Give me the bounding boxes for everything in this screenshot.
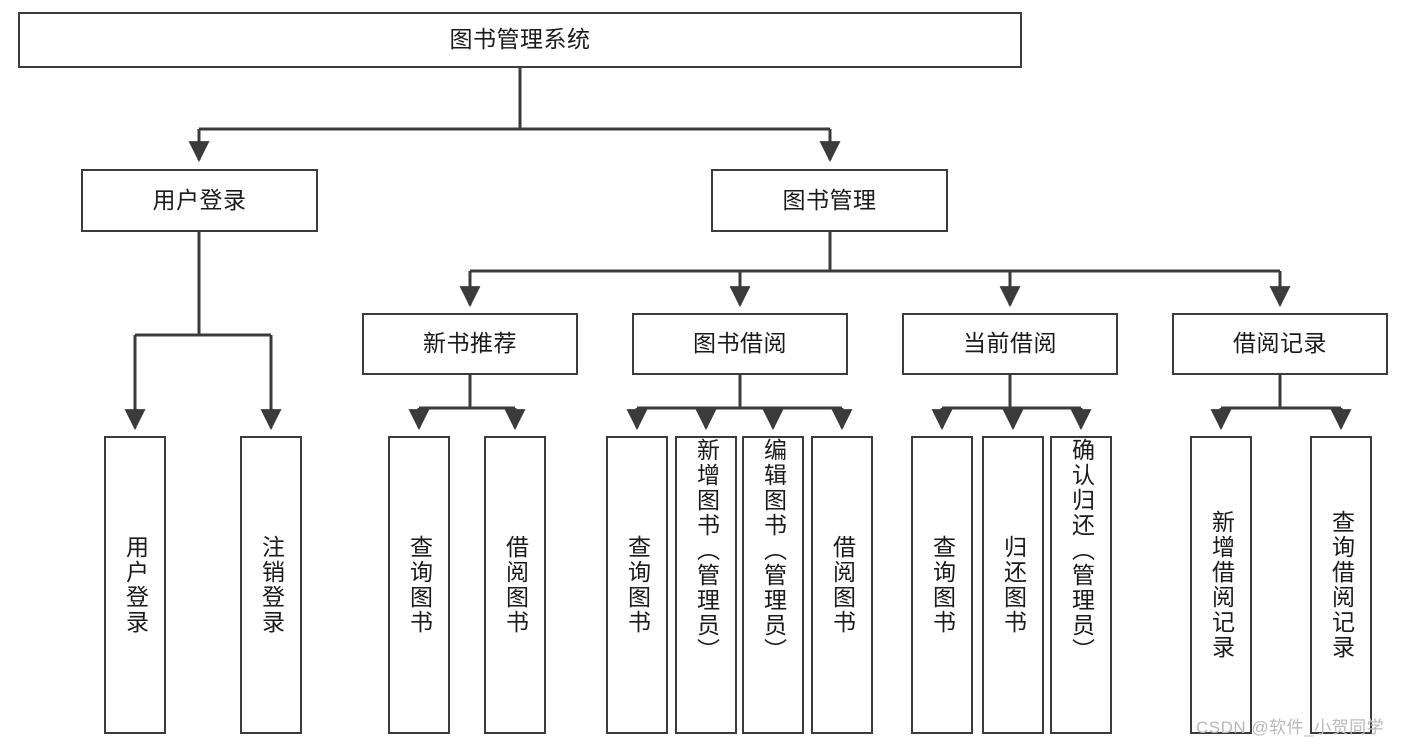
watermark: CSDN @软件_小贺同学 (1196, 718, 1385, 737)
node-leaf-0-label: 用户登录 (122, 535, 149, 635)
node-leaf-7-label: 借阅图书 (829, 535, 856, 635)
node-leaf-11-label: 新增借阅记录 (1208, 510, 1235, 660)
node-leaf-3-label: 借阅图书 (502, 535, 529, 635)
node-level3-0[interactable]: 新书推荐 (362, 313, 578, 375)
node-leaf-4[interactable]: 查询图书 (606, 436, 668, 734)
node-root[interactable]: 图书管理系统 (18, 12, 1022, 68)
node-leaf-3[interactable]: 借阅图书 (484, 436, 546, 734)
node-leaf-1-label: 注销登录 (258, 535, 285, 635)
node-leaf-1[interactable]: 注销登录 (240, 436, 302, 734)
node-leaf-12-label: 查询借阅记录 (1328, 510, 1355, 660)
node-level3-2-label: 当前借阅 (963, 330, 1057, 357)
node-leaf-2[interactable]: 查询图书 (388, 436, 450, 734)
node-level2-1[interactable]: 图书管理 (711, 169, 948, 232)
node-level2-0-label: 用户登录 (152, 186, 247, 213)
node-leaf-9-label: 归还图书 (1000, 535, 1027, 635)
node-root-label: 图书管理系统 (449, 26, 591, 53)
node-level3-0-label: 新书推荐 (423, 330, 517, 357)
node-leaf-4-label: 查询图书 (624, 535, 651, 635)
node-leaf-7[interactable]: 借阅图书 (811, 436, 873, 734)
node-leaf-11[interactable]: 新增借阅记录 (1190, 436, 1252, 734)
node-level3-3[interactable]: 借阅记录 (1172, 313, 1388, 375)
node-level3-3-label: 借阅记录 (1233, 330, 1327, 357)
node-leaf-5-label: 新增图书（管理员） (693, 438, 720, 663)
node-leaf-6[interactable]: 编辑图书（管理员） (742, 436, 804, 734)
node-leaf-6-label: 编辑图书（管理员） (760, 438, 787, 663)
node-leaf-0[interactable]: 用户登录 (104, 436, 166, 734)
node-leaf-12[interactable]: 查询借阅记录 (1310, 436, 1372, 734)
node-level2-1-label: 图书管理 (782, 186, 877, 213)
node-leaf-5[interactable]: 新增图书（管理员） (675, 436, 737, 734)
node-level3-1[interactable]: 图书借阅 (632, 313, 848, 375)
node-leaf-10-label: 确认归还（管理员） (1068, 438, 1095, 663)
node-level3-1-label: 图书借阅 (693, 330, 787, 357)
node-leaf-10[interactable]: 确认归还（管理员） (1050, 436, 1112, 734)
node-leaf-2-label: 查询图书 (406, 535, 433, 635)
node-leaf-8[interactable]: 查询图书 (911, 436, 973, 734)
node-leaf-9[interactable]: 归还图书 (982, 436, 1044, 734)
node-leaf-8-label: 查询图书 (929, 535, 956, 635)
node-level2-0[interactable]: 用户登录 (81, 169, 318, 232)
node-level3-2[interactable]: 当前借阅 (902, 313, 1118, 375)
